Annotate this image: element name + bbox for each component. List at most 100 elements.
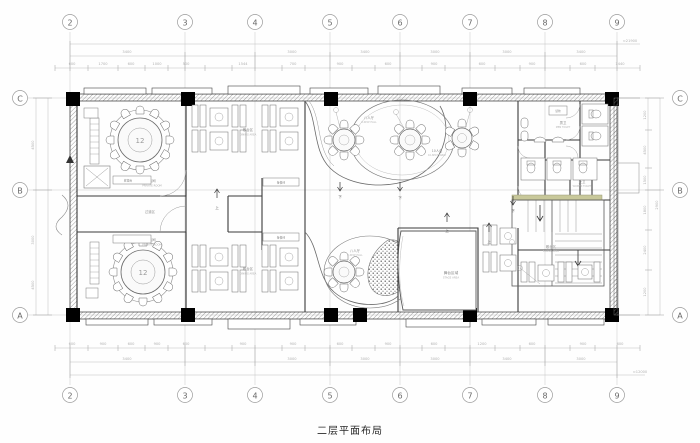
annotation-down-3: 下	[510, 196, 516, 213]
cashier-label: 收银台	[124, 179, 133, 183]
round-table-8b	[398, 128, 422, 152]
round-table-6c	[451, 127, 473, 149]
dim-top-minor-8: 600	[385, 62, 393, 66]
grid-bubbles-right: C B A	[672, 90, 688, 323]
booth-seat	[528, 261, 536, 283]
grid-bubbles-left: C B A	[12, 90, 28, 323]
booth-table	[279, 247, 299, 267]
stair-direction-arrow-2	[536, 205, 544, 222]
grid-bubble-top-5: 6	[392, 14, 408, 30]
grid-bubble-left-C: C	[12, 90, 28, 106]
basin	[533, 136, 547, 143]
door-swing-toilet-3	[565, 103, 581, 119]
curved-partition-lower	[304, 231, 399, 305]
svg-text:下: 下	[511, 209, 515, 213]
booth-seat	[231, 104, 239, 128]
grid-bubble-left-B: B	[12, 182, 28, 198]
stair-direction-arrow	[574, 250, 582, 267]
door-swing-toilet-2	[565, 145, 579, 159]
window-south-3	[227, 318, 291, 330]
dim-bot-minor-1: 900	[100, 342, 108, 346]
wc-stall	[546, 157, 572, 181]
grid-bubble-bottom-8: 9	[609, 387, 625, 403]
booth-seat	[269, 104, 277, 128]
booth-dining-lower-label-cn: 散台区	[243, 266, 254, 271]
grid-label-top-6: 8	[542, 19, 547, 28]
exterior-wall-north	[69, 93, 618, 102]
cabinet-private-2	[112, 234, 152, 244]
dim-bot-minor-13: 600	[617, 342, 625, 346]
grid-label-bottom-5: 7	[467, 392, 472, 401]
hall-lower-label-en: 8-SEAT HALL	[347, 254, 363, 257]
dim-right-6: 2900	[655, 200, 659, 210]
urinal	[520, 130, 529, 142]
booth-table	[499, 227, 517, 245]
dim-right-0: 1200	[643, 110, 647, 120]
round-table-1-lazy-susan	[127, 127, 153, 153]
grid-label-bottom-6: 8	[542, 392, 547, 401]
grid-label-top-5: 7	[467, 19, 472, 28]
door-swing-private-2	[159, 205, 187, 233]
grid-bubble-bottom-7: 8	[537, 387, 553, 403]
grid-bubble-right-C: C	[672, 90, 688, 106]
dim-bot-minor-3: 900	[154, 342, 162, 346]
annotation-down-1: 下	[337, 182, 343, 199]
annotation-up-3: 上	[486, 222, 492, 244]
booth-seat	[199, 129, 207, 153]
booth-seat	[261, 244, 269, 268]
dim-top-minor-2: 600	[128, 62, 136, 66]
wc-stall	[520, 157, 546, 181]
booth-seat	[269, 244, 277, 268]
column-c2	[66, 92, 80, 106]
booth-seat	[199, 104, 207, 128]
private-room-1-seat-count: 12	[136, 137, 145, 145]
round-table-2-top	[120, 249, 166, 295]
hall-upper-label-cn: 八人厅	[364, 115, 375, 120]
window-north-6	[461, 87, 513, 95]
dim-right-3: 1800	[643, 205, 647, 215]
dim-bot-major-5: 3000	[576, 357, 586, 361]
grid-axis-lines	[28, 32, 660, 385]
mens-toilet-label-en: MEN TOILET	[556, 126, 571, 129]
booth-dining-lower: 散台区 DINING AREA	[191, 244, 299, 293]
grid-bubble-top-2: 3	[177, 14, 193, 30]
grid-label-top-0: 2	[67, 19, 72, 28]
right-dining-label-en: DINING AREA	[543, 250, 559, 253]
grid-label-top-3: 5	[327, 19, 332, 28]
wc-stall	[572, 157, 598, 181]
dim-top-major-3: 3000	[430, 50, 440, 54]
svg-text:上: 上	[487, 239, 491, 244]
booth-table	[209, 131, 229, 151]
dim-bot-minor-5: 900	[240, 342, 248, 346]
grid-label-top-4: 6	[397, 19, 402, 28]
booth-table	[279, 131, 299, 151]
dim-bot-overall: ≈12000	[633, 370, 648, 374]
dim-left-2: 4500	[31, 280, 35, 290]
grid-bubbles-top: 2 3 4 5 6 7 8	[62, 14, 625, 30]
column-c7	[463, 92, 477, 106]
dim-right-4: 2400	[643, 245, 647, 255]
console-2	[85, 287, 99, 299]
window-south-5	[405, 318, 471, 328]
grid-bubble-bottom-5: 6	[392, 387, 408, 403]
corridor-label: 过道区	[145, 209, 156, 214]
booth-table	[577, 264, 593, 280]
annotation-up-2: 上	[444, 212, 450, 233]
storage-box	[548, 105, 568, 116]
door-swing-toilet-4	[565, 125, 581, 141]
annotation-down-2: 下	[397, 182, 403, 200]
sideboard-2	[89, 241, 100, 285]
grid-bubble-left-A: A	[12, 307, 28, 323]
dim-bot-major-4: 3400	[502, 357, 512, 361]
dim-bot-minor-7: 600	[337, 342, 345, 346]
sheet-title: 二层平面布局	[317, 426, 383, 437]
booth-seat	[191, 104, 199, 128]
dim-top-minor-6: 700	[290, 62, 298, 66]
booth-seat	[482, 251, 490, 273]
dim-top-minor-7: 900	[337, 62, 345, 66]
booth-table	[209, 107, 229, 127]
private-room-1-furniture: 12 包间 PRIVATE ROOM 收银台	[83, 105, 187, 197]
booth-seat	[261, 104, 269, 128]
dim-top-minor-3: 1000	[152, 62, 162, 66]
door-swing-private-1	[159, 169, 187, 197]
